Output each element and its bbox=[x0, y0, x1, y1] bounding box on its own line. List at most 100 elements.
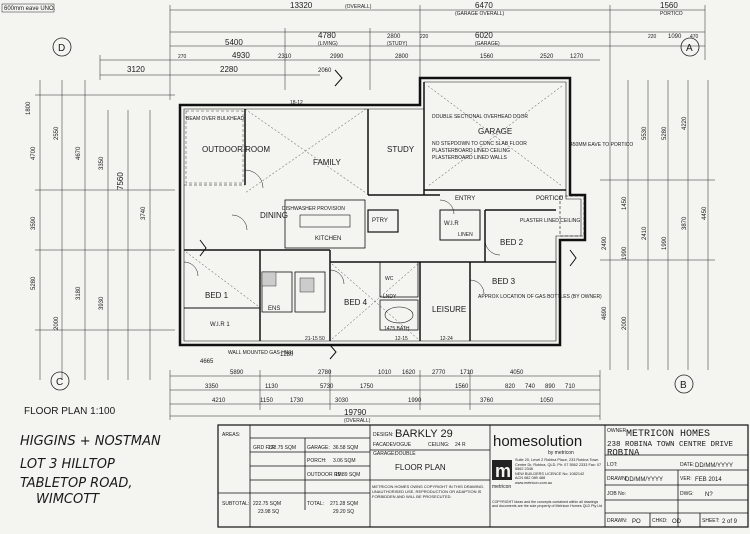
brand-licence: NEW BUILDERS LICENCE No: 1082142 bbox=[515, 471, 585, 476]
svg-text:1750: 1750 bbox=[360, 384, 374, 390]
svg-text:OWNER: OWNER bbox=[607, 428, 627, 434]
plaster-note: PLASTER LINED CEILING bbox=[520, 218, 580, 224]
svg-text:23.98 SQ: 23.98 SQ bbox=[258, 509, 279, 515]
svg-text:DOUBLE: DOUBLE bbox=[395, 451, 416, 457]
room-ens: ENS bbox=[268, 306, 280, 312]
room-wc: WC bbox=[385, 276, 394, 282]
owner-address: 238 ROBINA TOWN CENTRE DRIVE bbox=[607, 441, 734, 449]
svg-text:220: 220 bbox=[648, 34, 657, 40]
svg-text:(OVERALL): (OVERALL) bbox=[344, 418, 371, 424]
svg-text:CEILING:: CEILING: bbox=[428, 442, 449, 448]
svg-text:10.89 SQM: 10.89 SQM bbox=[335, 472, 360, 478]
building-walls bbox=[178, 69, 587, 360]
svg-text:3030: 3030 bbox=[335, 398, 349, 404]
svg-text:B: B bbox=[680, 380, 687, 391]
svg-text:1620: 1620 bbox=[402, 370, 416, 376]
svg-text:1990: 1990 bbox=[622, 246, 628, 260]
svg-text:5400: 5400 bbox=[225, 38, 243, 47]
svg-text:5280: 5280 bbox=[31, 276, 37, 290]
garage-note-1: DOUBLE SECTIONAL OVERHEAD DOOR bbox=[432, 114, 528, 120]
room-bed1: BED 1 bbox=[205, 291, 229, 300]
svg-text:3740: 3740 bbox=[141, 206, 147, 220]
svg-text:2 of 9: 2 of 9 bbox=[722, 519, 738, 525]
brand-web: www.metricon.com.au bbox=[515, 480, 553, 485]
brand-address: Suite 20, Level 2 Robina Place, 233 Robi… bbox=[515, 458, 602, 472]
svg-text:HIGGINS + NOSTMAN: HIGGINS + NOSTMAN bbox=[20, 434, 161, 449]
svg-text:C: C bbox=[56, 377, 63, 388]
copyright-text: METRICON HOMES OWNS COPYRIGHT IN THIS DR… bbox=[372, 484, 485, 499]
svg-text:OUTDOOR RM:: OUTDOOR RM: bbox=[307, 472, 343, 478]
svg-text:1010: 1010 bbox=[378, 370, 392, 376]
svg-text:4780: 4780 bbox=[318, 31, 336, 40]
svg-text:1560: 1560 bbox=[660, 1, 678, 10]
top-dimensions bbox=[99, 5, 706, 100]
owner-suburb: ROBINA bbox=[607, 448, 640, 458]
svg-text:DRAWN:: DRAWN: bbox=[607, 476, 627, 482]
svg-text:2550: 2550 bbox=[54, 126, 60, 140]
svg-text:222.75 SQM: 222.75 SQM bbox=[268, 445, 296, 451]
svg-text:270: 270 bbox=[178, 54, 187, 60]
eave-portico-note: 450MM EAVE TO PORTICO bbox=[570, 142, 633, 148]
title-block bbox=[217, 424, 749, 528]
svg-text:5280: 5280 bbox=[662, 126, 668, 140]
svg-text:SHEET:: SHEET: bbox=[702, 518, 720, 524]
right-dimensions bbox=[600, 80, 715, 370]
svg-text:2490: 2490 bbox=[602, 236, 608, 250]
room-pantry: PTRY bbox=[372, 218, 388, 224]
svg-text:VOGUE: VOGUE bbox=[393, 442, 412, 448]
svg-text:2060: 2060 bbox=[318, 68, 332, 74]
svg-text:890: 890 bbox=[545, 384, 556, 390]
svg-text:4050: 4050 bbox=[510, 370, 524, 376]
svg-text:18-12: 18-12 bbox=[290, 100, 303, 106]
svg-text:DRAWN:: DRAWN: bbox=[607, 518, 627, 524]
svg-text:2310: 2310 bbox=[278, 54, 292, 60]
handwritten-notes: HIGGINS + NOSTMAN LOT 3 HILLTOP TABLETOP… bbox=[20, 434, 161, 507]
svg-text:DATE:: DATE: bbox=[680, 462, 694, 468]
svg-text:LOT 3 HILLTOP: LOT 3 HILLTOP bbox=[20, 457, 115, 472]
svg-text:2780: 2780 bbox=[318, 370, 332, 376]
svg-text:FEB 2014: FEB 2014 bbox=[695, 477, 722, 483]
grid-marker-a: A bbox=[680, 37, 700, 57]
svg-text:5890: 5890 bbox=[230, 370, 244, 376]
grid-marker-c: C bbox=[50, 371, 70, 391]
svg-text:3120: 3120 bbox=[127, 65, 145, 74]
svg-text:JOB No:: JOB No: bbox=[607, 491, 626, 497]
room-wir-top: W.I.R bbox=[444, 221, 459, 227]
svg-text:4930: 4930 bbox=[232, 51, 250, 60]
dishwasher-note: DISHWASHER PROVISION bbox=[282, 206, 345, 212]
room-linen: LINEN bbox=[458, 232, 473, 238]
svg-text:2520: 2520 bbox=[540, 54, 554, 60]
svg-text:metricon: metricon bbox=[492, 484, 511, 490]
grid-marker-d: D bbox=[52, 37, 72, 57]
room-bed3: BED 3 bbox=[492, 277, 516, 286]
svg-text:WIMCOTT: WIMCOTT bbox=[36, 492, 100, 507]
left-dimensions bbox=[35, 80, 175, 380]
svg-text:2770: 2770 bbox=[432, 370, 446, 376]
room-family: FAMILY bbox=[313, 158, 342, 167]
svg-text:24 R: 24 R bbox=[455, 442, 466, 448]
svg-text:5530: 5530 bbox=[642, 126, 648, 140]
svg-text:2800: 2800 bbox=[395, 54, 409, 60]
svg-text:PO: PO bbox=[632, 519, 641, 525]
svg-text:A: A bbox=[686, 43, 693, 54]
svg-text:470: 470 bbox=[690, 34, 699, 40]
svg-text:2410: 2410 bbox=[642, 226, 648, 240]
svg-text:36.58 SQM: 36.58 SQM bbox=[333, 445, 358, 451]
svg-text:222.75 SQM: 222.75 SQM bbox=[253, 501, 281, 507]
garage-note-4: PLASTERBOARD LINED WALLS bbox=[432, 155, 508, 161]
svg-text:4670: 4670 bbox=[76, 146, 82, 160]
room-portico: PORTICO bbox=[536, 196, 564, 202]
grid-marker-b: B bbox=[674, 374, 694, 394]
svg-text:3590: 3590 bbox=[31, 216, 37, 230]
svg-text:1710: 1710 bbox=[460, 370, 474, 376]
svg-text:1050: 1050 bbox=[540, 398, 554, 404]
sheet-title: FLOOR PLAN bbox=[395, 463, 446, 472]
svg-text:DD/MM/YYYY: DD/MM/YYYY bbox=[625, 477, 663, 483]
room-leisure: LEISURE bbox=[432, 305, 466, 314]
svg-text:(OVERALL): (OVERALL) bbox=[345, 4, 372, 10]
svg-text:LOT:: LOT: bbox=[607, 462, 618, 468]
svg-text:N?: N? bbox=[705, 492, 713, 498]
svg-text:220: 220 bbox=[420, 34, 429, 40]
svg-text:DD/MM/YYYY: DD/MM/YYYY bbox=[695, 463, 733, 469]
brand-abn: ACN 082 089 488 bbox=[515, 476, 546, 481]
